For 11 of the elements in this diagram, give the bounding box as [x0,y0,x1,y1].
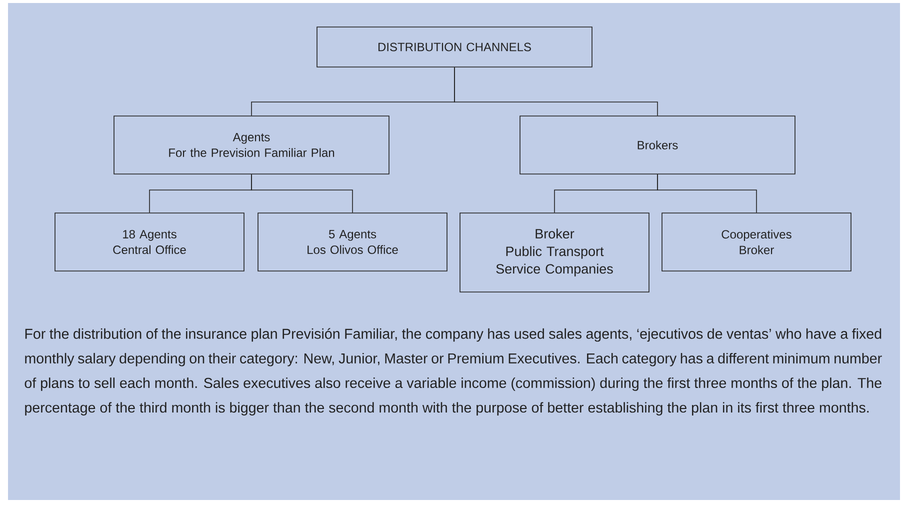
box: Cooperatives Broker [662,212,852,272]
description-text: For the distribution of the insurance plan Previsión Familiar, the company has used sales agents, ‘ejecutivos de ventas’ who have a fixed monthly salary depending on their category: New, Junior, Master or Premium Executives. Each category has a different minimum number of plans to sell each month. Sales executives also receive a variable income (commission) during the first three months of the plan. The percentage of the third month is bigger than the second month with the purpose of better establishing the plan in its first three months. [24,328,882,416]
box: 5 Agents Los Olivos Office [258,212,448,272]
box: Broker Public Transport Service Companies [460,212,650,292]
box: Agents For the Prevision Familiar Plan [114,116,390,174]
box: DISTRIBUTION CHANNELS [316,26,592,68]
connector-line [657,174,757,213]
connector-line [454,67,658,116]
box: Brokers [520,116,796,174]
box: 18 Agents Central Office [54,212,244,272]
connector-line [251,174,353,213]
